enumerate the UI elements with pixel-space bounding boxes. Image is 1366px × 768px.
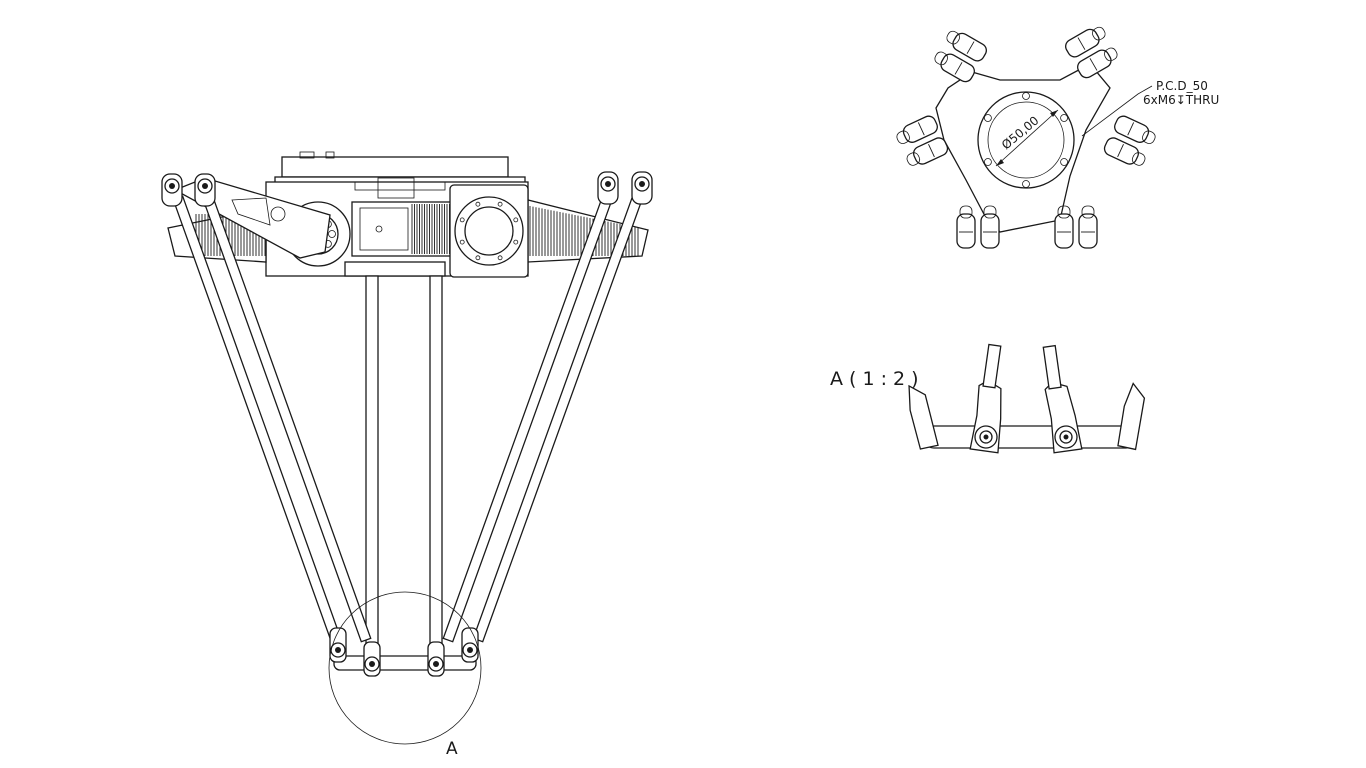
right-motor-flange	[449, 184, 529, 278]
front-view: A	[161, 151, 653, 759]
parallel-arms	[172, 193, 644, 643]
top-view: Ø50,00 P.C.D_50 6xM6↧THRU	[896, 26, 1219, 249]
detail-marker-label: A	[446, 739, 458, 759]
center-bore	[977, 91, 1075, 189]
upper-joints	[161, 171, 653, 207]
base-plate	[274, 151, 526, 186]
hole-spec-label: 6xM6↧THRU	[1143, 93, 1219, 107]
end-effector	[329, 627, 479, 677]
top-view-joints	[896, 26, 1156, 249]
pcd-holes	[983, 92, 1069, 188]
detail-circle-a	[328, 591, 482, 745]
center-gearbox	[351, 201, 461, 257]
pcd-label: P.C.D_50	[1156, 79, 1208, 93]
detail-title: A ( 1 : 2 )	[830, 368, 919, 390]
center-rods	[365, 275, 443, 645]
detail-view-a: A ( 1 : 2 )	[830, 343, 1146, 454]
